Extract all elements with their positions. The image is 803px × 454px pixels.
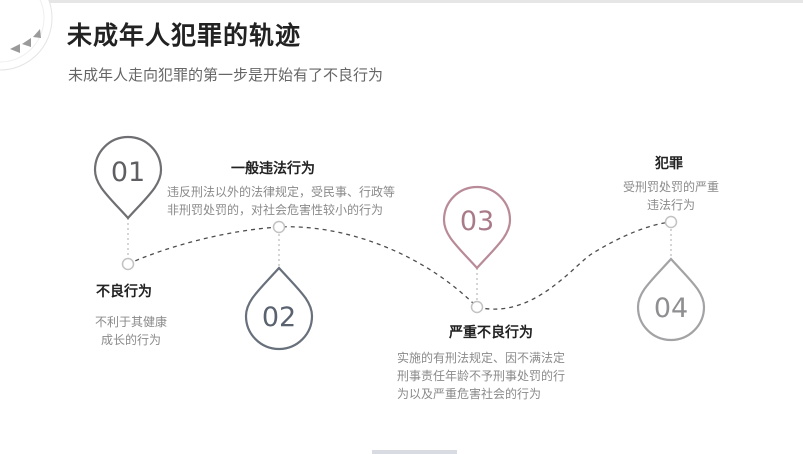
step-02-description: 违反刑法以外的法律规定，受民事、行政等 非刑罚处罚的，对社会危害性较小的行为 bbox=[167, 183, 395, 219]
pin-02: 02 bbox=[244, 266, 314, 351]
step-03-description: 实施的有刑法规定、因不满法定 刑事责任年龄不予刑事处罚的行 为以及严重危害社会的… bbox=[397, 349, 565, 403]
step-01-description: 不利于其健康 成长的行为 bbox=[86, 313, 176, 349]
timeline-curve bbox=[127, 221, 672, 310]
node-03 bbox=[470, 300, 484, 314]
pin-03-shape bbox=[442, 185, 512, 270]
step-04-desc-line: 受刑罚处罚的严重 bbox=[622, 180, 719, 194]
pin-02-shape bbox=[244, 266, 314, 351]
bottom-indicator bbox=[372, 450, 457, 454]
step-04-description: 受刑罚处罚的严重 违法行为 bbox=[606, 178, 736, 214]
top-divider bbox=[0, 0, 803, 3]
step-01-title: 不良行为 bbox=[96, 284, 152, 300]
pin-01: 01 bbox=[93, 135, 163, 220]
step-02-desc-line: 非刑罚处罚的，对社会危害性较小的行为 bbox=[167, 203, 384, 217]
pin-03: 03 bbox=[442, 185, 512, 270]
step-02-desc-line: 违反刑法以外的法律规定，受民事、行政等 bbox=[167, 185, 396, 199]
step-03-desc-line: 刑事责任年龄不予刑事处罚的行 bbox=[397, 369, 566, 383]
step-03-desc-line: 实施的有刑法规定、因不满法定 bbox=[397, 351, 566, 365]
step-01-desc-line: 不利于其健康 bbox=[94, 315, 167, 329]
page-title: 未成年人犯罪的轨迹 bbox=[67, 21, 302, 50]
pin-01-number: 01 bbox=[111, 157, 145, 188]
step-01-desc-line: 成长的行为 bbox=[100, 333, 161, 347]
pin-02-number: 02 bbox=[262, 302, 296, 333]
step-03-desc-line: 为以及严重危害社会的行为 bbox=[397, 387, 542, 401]
node-04 bbox=[664, 215, 678, 229]
node-02 bbox=[272, 220, 286, 234]
step-04-desc-line: 违法行为 bbox=[646, 198, 695, 212]
page-subtitle: 未成年人走向犯罪的第一步是开始有了不良行为 bbox=[68, 66, 384, 84]
step-04-title: 犯罪 bbox=[655, 156, 683, 172]
pin-01-shape bbox=[93, 135, 163, 220]
node-01 bbox=[121, 257, 135, 271]
pin-03-number: 03 bbox=[460, 206, 494, 237]
pin-04: 04 bbox=[636, 257, 706, 342]
pin-04-number: 04 bbox=[654, 293, 688, 324]
step-02-title: 一般违法行为 bbox=[231, 161, 315, 177]
step-03-title: 严重不良行为 bbox=[449, 325, 533, 341]
corner-decoration bbox=[0, 0, 53, 71]
pin-04-shape bbox=[636, 257, 706, 342]
